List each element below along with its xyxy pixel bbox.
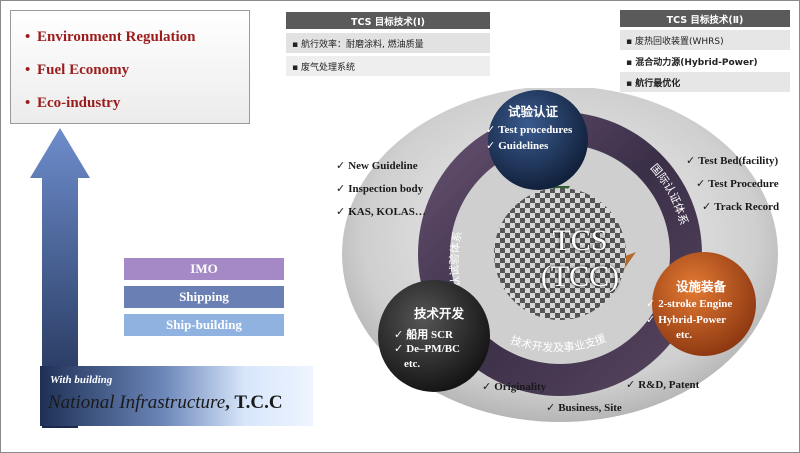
band-imo-label: IMO <box>190 261 218 276</box>
tcs2-item: ▪ 废热回收装置(WHRS) <box>620 30 790 50</box>
node-tech-item: etc. <box>404 358 421 370</box>
tcs1-item: ▪ 废气处理系统 <box>286 56 490 76</box>
infrastructure-big-text: National Infrastructure <box>48 392 226 413</box>
goal-eco-industry: Eco-industry <box>25 95 120 112</box>
node-tech-item: 船用 SCR <box>394 326 453 342</box>
goal-environment-regulation: Environment Regulation <box>25 29 195 46</box>
left-check-item: Inspection body <box>336 182 423 195</box>
goals-box: Environment Regulation Fuel Economy Eco-… <box>10 10 250 124</box>
tcs-target-tech-2: TCS 目标技术(Ⅱ) ▪ 废热回收装置(WHRS) ▪ 混合动力源(Hybri… <box>620 10 790 92</box>
bottom-check-item: Business, Site <box>546 401 622 414</box>
infrastructure-suffix: , T.C.C <box>225 392 283 413</box>
tcs2-title: TCS 目标技术(Ⅱ) <box>620 10 790 27</box>
infrastructure-small-text: With building <box>50 374 113 386</box>
right-check-item: Test Bed(facility) <box>686 154 778 167</box>
node-tech-item: De–PM/BC <box>394 342 460 355</box>
left-check-item: KAS, KOLAS… <box>336 205 426 218</box>
node-test-item: Test procedures <box>486 123 572 136</box>
left-check-item: New Guideline <box>336 159 417 172</box>
goal-fuel-economy: Fuel Economy <box>25 62 129 79</box>
node-test-item: Guidelines <box>486 139 548 152</box>
band-imo: IMO <box>124 258 284 280</box>
band-ship-building: Ship-building <box>124 314 284 336</box>
upward-arrow <box>30 128 90 428</box>
band-shipping: Shipping <box>124 286 284 308</box>
right-check-item: Track Record <box>702 200 779 213</box>
bottom-check-item: Originality <box>482 380 546 393</box>
tcs2-item: ▪ 航行最优化 <box>620 72 790 92</box>
node-facility-item: etc. <box>676 329 693 341</box>
center-line1: TCS <box>552 224 608 257</box>
center-line2: (TCC) <box>540 260 620 293</box>
node-tech-title: 技术开发 <box>414 306 465 321</box>
bottom-check-item: R&D, Patent <box>626 378 699 391</box>
infrastructure-title: National Infrastructure, T.C.C <box>48 392 283 414</box>
node-facility-item: 2-stroke Engine <box>646 297 732 310</box>
tcs1-item: ▪ 航行效率：耐磨涂料, 燃油质量 <box>286 33 490 53</box>
band-ship-building-label: Ship-building <box>166 317 242 332</box>
band-shipping-label: Shipping <box>179 289 229 304</box>
infrastructure-bar: With building National Infrastructure, T… <box>40 366 313 426</box>
center-title: TCS (TCC) <box>520 224 640 294</box>
right-check-item: Test Procedure <box>696 177 778 190</box>
node-facility-item: Hybrid-Power <box>646 313 726 326</box>
tcs2-item: ▪ 混合动力源(Hybrid-Power) <box>620 51 790 71</box>
tcs-target-tech-1: TCS 目标技术(Ⅰ) ▪ 航行效率：耐磨涂料, 燃油质量 ▪ 废气处理系统 <box>286 12 490 76</box>
node-facility-title: 设施装备 <box>676 279 727 294</box>
node-test-title: 试验认证 <box>508 104 559 119</box>
tcs1-title: TCS 目标技术(Ⅰ) <box>286 12 490 29</box>
center-circle <box>494 188 626 320</box>
